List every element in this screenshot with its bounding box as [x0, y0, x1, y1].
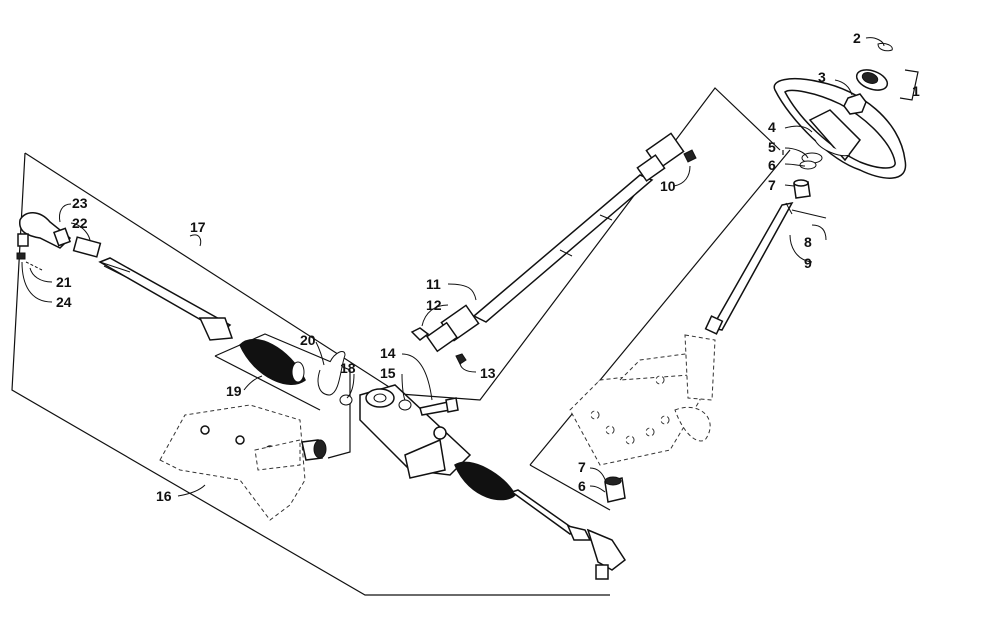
- intermediate-shaft-part-11: [472, 174, 654, 323]
- nut-part-13: [455, 353, 467, 365]
- callout-1: 1: [912, 83, 920, 99]
- callout-4: 4: [768, 119, 776, 135]
- washer-part-15: [398, 399, 412, 411]
- leader-lines: [21, 37, 885, 497]
- bolt-part-14: [419, 397, 459, 416]
- callout-12: 12: [426, 297, 442, 313]
- lower-u-joint: [425, 304, 480, 353]
- callout-21: 21: [56, 274, 72, 290]
- bushing-mount: [301, 439, 327, 461]
- callout-6: 6: [768, 157, 776, 173]
- callout-10: 10: [660, 178, 676, 194]
- callout-15: 15: [380, 365, 396, 381]
- rack-pinion-housing: [359, 384, 472, 479]
- left-tie-rod-part-17: [98, 257, 234, 341]
- bushing-part-7: [793, 179, 811, 199]
- callout-19: 19: [226, 383, 242, 399]
- callout-14: 14: [380, 345, 396, 361]
- callout-2: 2: [853, 30, 861, 46]
- callout-16: 16: [156, 488, 172, 504]
- left-boot-part-19: [239, 339, 306, 385]
- sleeve-part-22: [72, 236, 102, 258]
- callout-23: 23: [72, 195, 88, 211]
- bolt-part-12: [410, 327, 430, 341]
- group-outline-1: [899, 69, 919, 101]
- washer-part-18: [339, 394, 353, 406]
- callout-24: 24: [56, 294, 72, 310]
- boot-clamp-part-20: [317, 351, 346, 396]
- group-outline-17: [11, 152, 610, 596]
- callout-22: 22: [72, 215, 88, 231]
- callout-9: 9: [804, 255, 812, 271]
- steering-column-part-9: [704, 201, 827, 335]
- column-support-bracket: [569, 334, 716, 466]
- callout-5: 5: [768, 139, 776, 155]
- right-boot: [454, 461, 516, 501]
- callout-labels: 1 2 3 4 5 6 7 8 9 10 11 12 13 14 15 16 1…: [56, 30, 920, 504]
- emblem-part-2: [877, 43, 893, 52]
- callout-18: 18: [340, 360, 356, 376]
- callout-7-lower: 7: [578, 459, 586, 475]
- right-tie-rod: [510, 489, 627, 580]
- callout-6-lower: 6: [578, 478, 586, 494]
- steering-hub-cap: [855, 69, 889, 91]
- callout-8: 8: [804, 234, 812, 250]
- callout-13: 13: [480, 365, 496, 381]
- bolt-part-10: [683, 149, 697, 163]
- steering-wheel: [773, 78, 907, 179]
- callout-17: 17: [190, 219, 206, 235]
- group-outline-9: [529, 149, 791, 511]
- callout-20: 20: [300, 332, 316, 348]
- callout-3: 3: [818, 69, 826, 85]
- callout-11: 11: [426, 276, 441, 292]
- lower-bushing: [604, 476, 626, 503]
- washer-parts-5-6: [799, 152, 823, 170]
- castle-nut-part-24: [16, 252, 26, 260]
- hex-nut-part-3: [843, 93, 867, 115]
- cotter-pin-part-21: [25, 261, 43, 271]
- callout-7: 7: [768, 177, 776, 193]
- rack-mount-bracket-part-16: [159, 404, 306, 521]
- group-outline-steering-shaft: [397, 87, 781, 401]
- upper-u-joint: [636, 132, 685, 182]
- jam-nut-part-23: [53, 227, 71, 247]
